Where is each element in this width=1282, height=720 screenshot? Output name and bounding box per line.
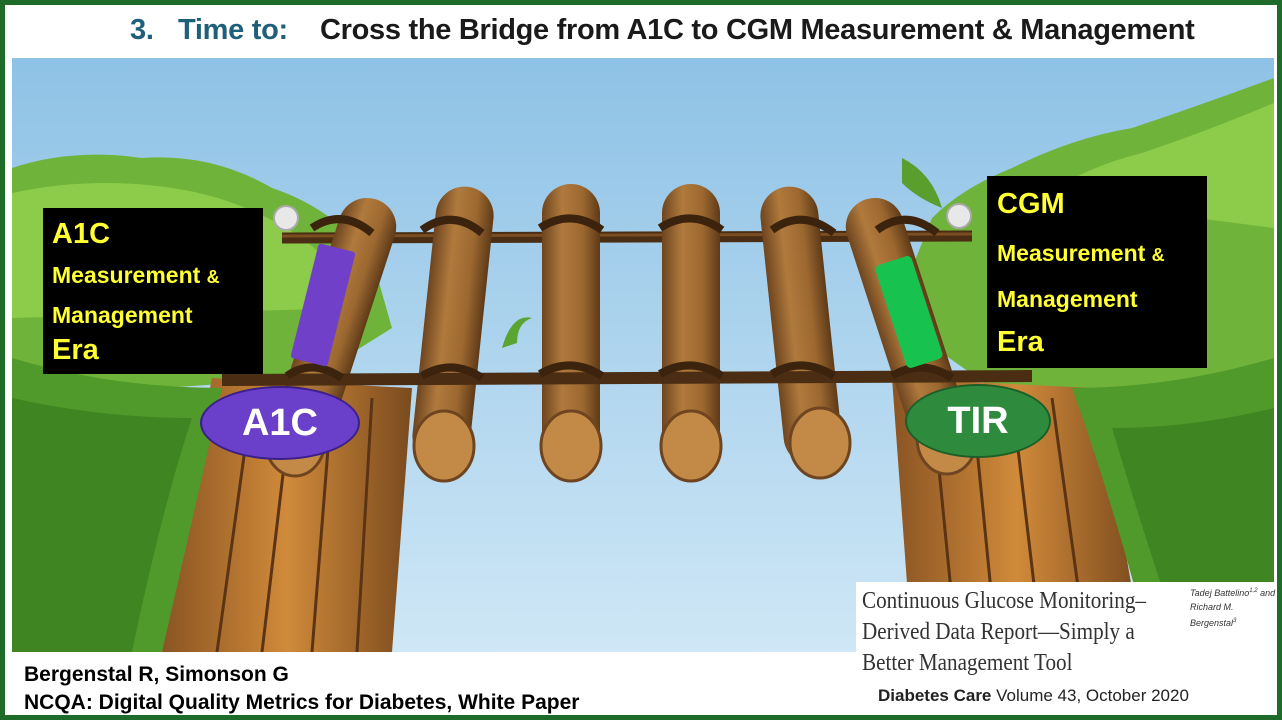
paper-title-line1: Continuous Glucose Monitoring– — [862, 588, 1146, 614]
paper-reference: Continuous Glucose Monitoring– Derived D… — [856, 582, 1276, 714]
a1c-oval: A1C — [200, 386, 360, 460]
tir-oval: TIR — [905, 384, 1051, 458]
a1c-purple-tag — [290, 243, 356, 367]
a1c-era-box: A1C Measurement & Management Era — [43, 208, 263, 374]
citation-line1: Bergenstal R, Simonson G — [24, 663, 289, 686]
cgm-box-line3: Management — [997, 286, 1138, 312]
citation-line2: NCQA: Digital Quality Metrics for Diabet… — [24, 691, 580, 714]
a1c-box-line4: Era — [52, 334, 99, 366]
paper-title-line3: Better Management Tool — [862, 650, 1073, 676]
paper-author2-sup: 3 — [1233, 618, 1237, 624]
cgm-box-amp: & — [1151, 245, 1165, 265]
cgm-box-line4: Era — [997, 326, 1044, 358]
bridge-planks — [263, 184, 979, 483]
paper-title: Continuous Glucose Monitoring– Derived D… — [862, 586, 1146, 679]
a1c-box-measurement: Measurement — [52, 262, 201, 288]
paper-author1-sup: 1,2 — [1249, 588, 1258, 594]
right-rope-knob — [946, 203, 972, 229]
paper-author2: Richard M. Bergenstal — [1190, 602, 1234, 628]
cgm-box-line2: Measurement & — [997, 242, 1165, 265]
rope-ties — [284, 214, 955, 382]
plank-5 — [760, 186, 852, 480]
plank-2 — [412, 186, 494, 483]
paper-author1: Tadej Battelino — [1190, 588, 1250, 598]
cgm-green-tag — [875, 256, 943, 368]
title-label: Time to: — [178, 14, 288, 46]
right-hill-shade — [1112, 408, 1274, 628]
cgm-era-box: CGM Measurement & Management Era — [987, 176, 1207, 368]
plank-4 — [659, 184, 723, 483]
right-leaf-tip — [902, 158, 942, 208]
paper-author1-suffix: and — [1257, 588, 1276, 598]
title-text: Cross the Bridge from A1C to CGM Measure… — [320, 14, 1195, 46]
plank-3 — [539, 184, 603, 483]
a1c-box-line3: Management — [52, 302, 193, 328]
cgm-box-measurement: Measurement — [997, 240, 1146, 266]
paper-journal: Diabetes Care Volume 43, October 2020 — [878, 686, 1189, 706]
a1c-box-line2: Measurement & — [52, 264, 220, 287]
paper-title-line2: Derived Data Report—Simply a — [862, 619, 1135, 645]
title-number: 3. — [130, 14, 154, 46]
paper-journal-name: Diabetes Care — [878, 686, 992, 705]
curl-leaf — [502, 317, 532, 348]
left-hill-shade — [12, 398, 192, 652]
paper-authors: Tadej Battelino1,2 and Richard M. Bergen… — [1190, 584, 1276, 630]
bottom-rope — [221, 370, 1033, 386]
a1c-box-amp: & — [206, 267, 220, 287]
left-rope-knob — [273, 205, 299, 231]
bridge-illustration: A1C Measurement & Management Era CGM Mea… — [12, 58, 1274, 652]
a1c-box-line1: A1C — [52, 218, 111, 250]
cgm-box-line1: CGM — [997, 188, 1065, 220]
paper-journal-details: Volume 43, October 2020 — [991, 686, 1189, 705]
